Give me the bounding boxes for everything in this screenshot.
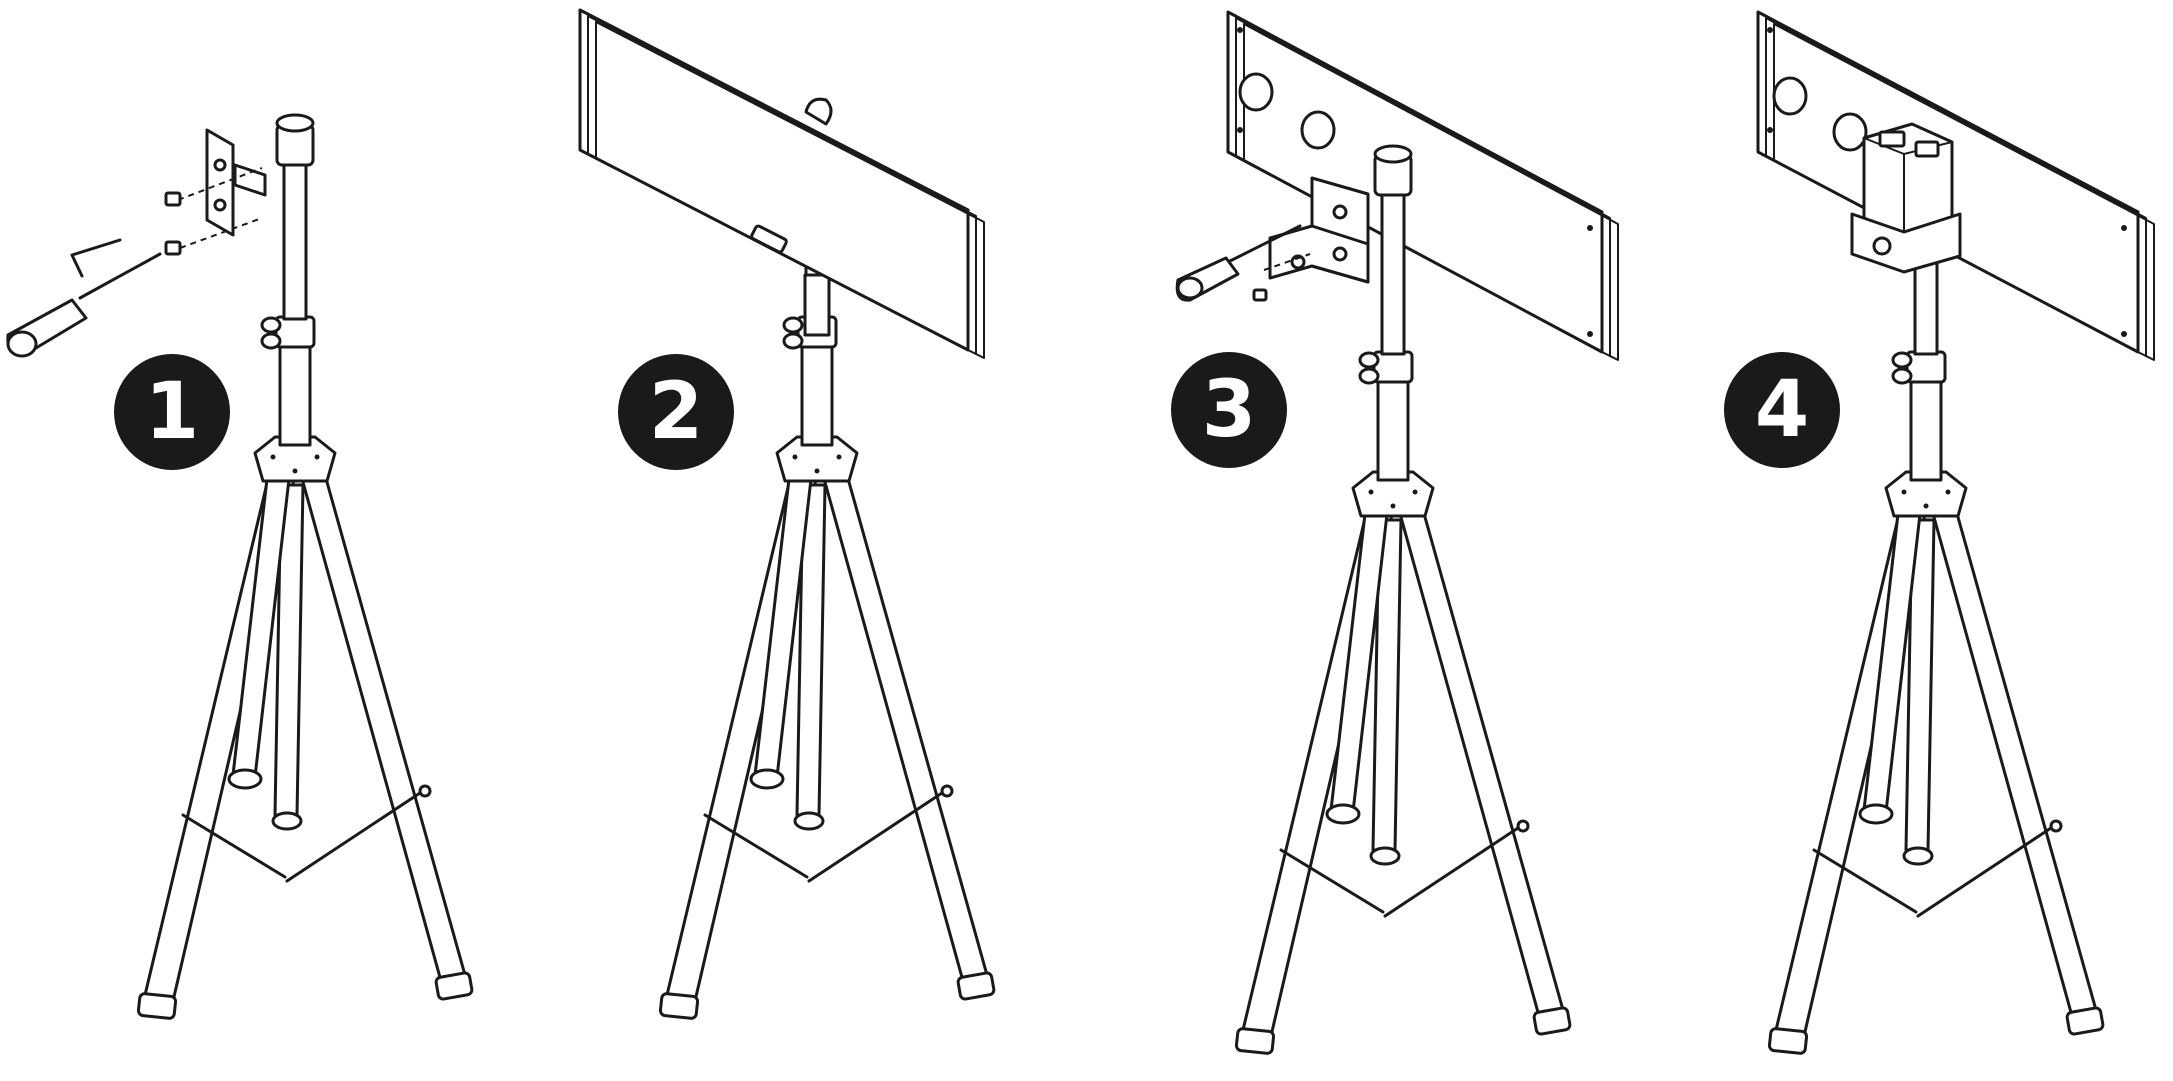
step-badge-4: 4 bbox=[1724, 352, 1840, 468]
screw-path-upper bbox=[177, 167, 263, 201]
step-1-illustration bbox=[136, 113, 475, 1021]
step-number-3: 3 bbox=[1202, 365, 1256, 455]
step-badge-2: 2 bbox=[618, 354, 734, 470]
step-2-illustration bbox=[658, 153, 997, 1021]
speaker-panel-step-4 bbox=[1756, 10, 2155, 361]
screwdriver-icon bbox=[6, 252, 162, 358]
screw-path-step-3 bbox=[1263, 253, 1311, 271]
amplifier-module bbox=[1850, 122, 1962, 274]
screwdriver-icon bbox=[1175, 224, 1302, 302]
step-3-illustration bbox=[1234, 144, 1573, 1056]
step-number-4: 4 bbox=[1755, 365, 1809, 455]
screw-icon bbox=[164, 191, 182, 256]
speaker-panel-step-3 bbox=[1226, 10, 1619, 361]
mounting-bracket bbox=[1268, 176, 1370, 284]
speaker-panel-step-2 bbox=[578, 8, 985, 359]
step-badge-3: 3 bbox=[1171, 352, 1287, 468]
screw-path-lower bbox=[179, 217, 263, 249]
step-badge-1: 1 bbox=[114, 354, 230, 470]
step-4-illustration bbox=[1767, 188, 2106, 1056]
hex-key-icon bbox=[70, 238, 122, 278]
step-number-1: 1 bbox=[145, 367, 199, 457]
step-number-2: 2 bbox=[649, 367, 703, 457]
